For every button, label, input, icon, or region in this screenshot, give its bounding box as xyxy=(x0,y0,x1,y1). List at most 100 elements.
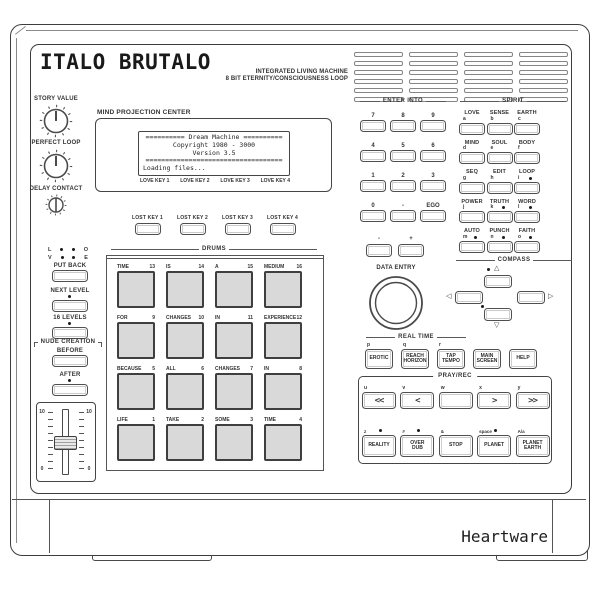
transport-button[interactable]: >> xyxy=(515,392,550,409)
drum-pad-cell: IS 14 xyxy=(166,264,204,310)
story-value-label: STORY VALUE xyxy=(34,96,78,102)
transport-button[interactable] xyxy=(438,392,473,409)
spirit-cell: POWER j xyxy=(459,199,485,224)
pray-rec-button[interactable]: REALITY xyxy=(362,435,396,457)
keypad-key[interactable] xyxy=(360,210,386,222)
keypad-key[interactable] xyxy=(390,120,416,132)
transport-key-letter: w xyxy=(440,385,445,391)
lost-key-label: LOST KEY 1 xyxy=(131,215,164,221)
drum-pad[interactable] xyxy=(264,271,302,308)
spirit-button[interactable] xyxy=(486,152,513,164)
after-label: AFTER xyxy=(59,372,81,378)
next-level-button[interactable] xyxy=(52,300,88,312)
spirit-button[interactable] xyxy=(459,181,485,194)
lost-key: LOST KEY 2 xyxy=(170,215,215,235)
spirit-button[interactable] xyxy=(514,122,540,135)
drum-pad[interactable] xyxy=(166,271,204,308)
keypad-key[interactable] xyxy=(420,210,446,222)
keypad-key-label: 7 xyxy=(371,113,375,119)
drum-pad[interactable] xyxy=(117,373,155,410)
data-entry-wheel[interactable] xyxy=(368,275,424,336)
drum-pad[interactable] xyxy=(117,322,155,359)
transport-button[interactable]: > xyxy=(477,392,512,409)
delay-contact-knob[interactable] xyxy=(45,194,67,221)
spirit-button[interactable] xyxy=(486,211,513,223)
spirit-cell: TRUTH k xyxy=(486,199,513,224)
keypad-key[interactable] xyxy=(420,120,446,132)
sixteen-levels-label: 16 LEVELS xyxy=(53,315,87,321)
story-value-knob[interactable] xyxy=(39,104,73,143)
spirit-button[interactable] xyxy=(459,152,485,164)
perfect-loop-knob[interactable] xyxy=(39,149,73,188)
before-button[interactable] xyxy=(52,355,88,367)
spirit-led xyxy=(474,235,478,239)
drum-pad[interactable] xyxy=(215,424,253,461)
keypad-key[interactable] xyxy=(390,180,416,192)
spirit-key-letter: j xyxy=(463,204,465,210)
drum-pad[interactable] xyxy=(166,322,204,359)
drum-pad[interactable] xyxy=(264,424,302,461)
drum-pad[interactable] xyxy=(215,322,253,359)
real-time-button[interactable]: MAIN SCREEN xyxy=(473,349,501,369)
drum-pad[interactable] xyxy=(166,424,204,461)
pray-rec-button[interactable]: OVER DUB xyxy=(400,435,435,457)
keypad-key[interactable] xyxy=(420,150,446,162)
spirit-button[interactable] xyxy=(514,181,540,194)
keypad-key[interactable] xyxy=(420,180,446,192)
drum-pad[interactable] xyxy=(264,373,302,410)
drum-pad-header: MEDIUM 16 xyxy=(264,264,302,271)
pray-rec-button[interactable]: PLANET EARTH xyxy=(515,435,550,457)
drum-pad[interactable] xyxy=(166,373,204,410)
keypad-key[interactable] xyxy=(390,210,416,222)
after-button[interactable] xyxy=(52,384,88,396)
spirit-button[interactable] xyxy=(514,211,540,223)
transport-button[interactable]: << xyxy=(362,392,396,409)
spirit-button[interactable] xyxy=(486,122,513,135)
lost-key-button[interactable] xyxy=(224,223,251,235)
lcd-line: ========== Dream Machine ========== xyxy=(145,133,283,141)
plus-button[interactable] xyxy=(398,244,424,257)
keypad-key[interactable] xyxy=(360,180,386,192)
drum-pad[interactable] xyxy=(264,322,302,359)
real-time-button[interactable]: HELP xyxy=(509,349,537,369)
lost-key-button[interactable] xyxy=(269,223,296,235)
drum-pad[interactable] xyxy=(215,271,253,308)
real-time-button[interactable]: TAP TEMPO xyxy=(437,349,465,369)
led-letter: L xyxy=(48,246,52,253)
delay-contact-label: DELAY CONTACT xyxy=(29,186,83,192)
pray-rec-button[interactable]: STOP xyxy=(438,435,473,457)
spirit-button[interactable] xyxy=(514,152,540,164)
compass-left-button[interactable] xyxy=(455,291,483,304)
keypad-key[interactable] xyxy=(360,150,386,162)
minus-button[interactable] xyxy=(366,244,392,257)
keypad-key[interactable] xyxy=(360,120,386,132)
spirit-button[interactable] xyxy=(459,240,485,253)
device-title: ITALO BRUTALO xyxy=(40,50,211,74)
spirit-button[interactable] xyxy=(486,240,513,253)
spirit-cell: MIND d xyxy=(459,140,485,165)
compass-down-button[interactable] xyxy=(484,308,512,321)
pray-rec-key-letter: # xyxy=(402,429,405,434)
put-back-button[interactable] xyxy=(52,270,88,282)
compass-right-button[interactable] xyxy=(517,291,545,304)
slider-handle[interactable] xyxy=(54,436,77,450)
real-time-button[interactable]: EROTIC xyxy=(365,349,393,369)
lost-key-button[interactable] xyxy=(134,223,161,235)
drum-pad[interactable] xyxy=(215,373,253,410)
drum-pad[interactable] xyxy=(117,271,155,308)
spirit-button[interactable] xyxy=(514,240,540,253)
compass-up-button[interactable] xyxy=(484,275,512,288)
keypad-key[interactable] xyxy=(390,150,416,162)
spirit-button[interactable] xyxy=(486,181,513,194)
put-back-label: PUT BACK xyxy=(53,263,87,269)
spirit-key-letter: i xyxy=(518,174,520,181)
lost-key-button[interactable] xyxy=(179,223,206,235)
spirit-section-header: SPIRIT xyxy=(457,97,569,105)
spirit-button[interactable] xyxy=(459,122,485,135)
pray-rec-button[interactable]: PLANET xyxy=(477,435,512,457)
drum-pad[interactable] xyxy=(117,424,155,461)
real-time-button[interactable]: REACH HORIZON xyxy=(401,349,429,369)
transport-button[interactable]: < xyxy=(400,392,435,409)
spirit-button-label: LOVE xyxy=(464,110,480,116)
spirit-button[interactable] xyxy=(459,211,485,223)
